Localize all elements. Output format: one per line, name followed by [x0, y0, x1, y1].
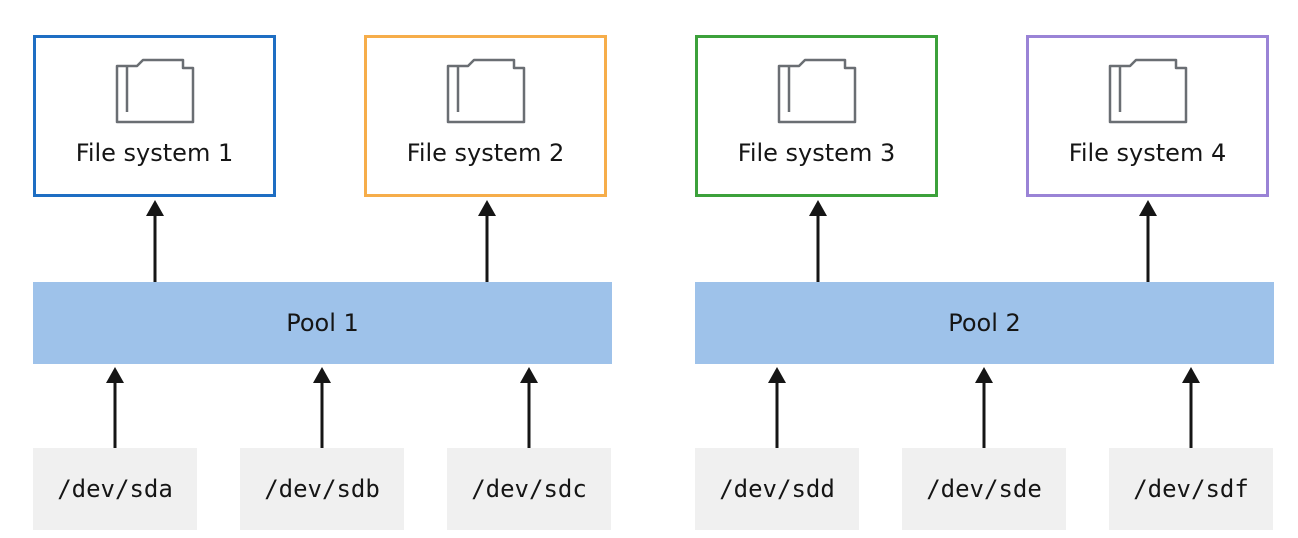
disk-sda: /dev/sda — [33, 448, 197, 530]
arrow-pool2-to-fs4 — [1139, 200, 1157, 282]
file-system-label: File system 1 — [75, 139, 234, 167]
file-system-box-4: File system 4 — [1026, 35, 1269, 197]
file-system-label: File system 4 — [1068, 139, 1227, 167]
disk-label: /dev/sda — [57, 475, 173, 503]
file-system-label: File system 3 — [737, 139, 896, 167]
pool-1: Pool 1 — [33, 282, 612, 364]
pool-2: Pool 2 — [695, 282, 1274, 364]
disk-label: /dev/sdb — [264, 475, 380, 503]
arrow-sdc-to-pool1 — [520, 367, 538, 448]
disk-sde: /dev/sde — [902, 448, 1066, 530]
disk-sdc: /dev/sdc — [447, 448, 611, 530]
arrow-pool1-to-fs1 — [146, 200, 164, 282]
disk-sdb: /dev/sdb — [240, 448, 404, 530]
pool-label: Pool 2 — [948, 309, 1021, 337]
file-system-box-2: File system 2 — [364, 35, 607, 197]
arrow-sdd-to-pool2 — [768, 367, 786, 448]
folder-icon — [777, 58, 856, 124]
pool-label: Pool 1 — [286, 309, 359, 337]
arrow-sda-to-pool1 — [106, 367, 124, 448]
folder-icon — [446, 58, 525, 124]
arrow-pool2-to-fs3 — [809, 200, 827, 282]
file-system-box-1: File system 1 — [33, 35, 276, 197]
folder-icon — [1108, 58, 1187, 124]
file-system-label: File system 2 — [406, 139, 565, 167]
disk-label: /dev/sdc — [471, 475, 587, 503]
disk-sdf: /dev/sdf — [1109, 448, 1273, 530]
arrow-sde-to-pool2 — [975, 367, 993, 448]
arrow-sdf-to-pool2 — [1182, 367, 1200, 448]
disk-label: /dev/sdd — [719, 475, 835, 503]
arrow-sdb-to-pool1 — [313, 367, 331, 448]
disk-label: /dev/sdf — [1133, 475, 1249, 503]
disk-sdd: /dev/sdd — [695, 448, 859, 530]
disk-label: /dev/sde — [926, 475, 1042, 503]
arrow-pool1-to-fs2 — [478, 200, 496, 282]
file-system-box-3: File system 3 — [695, 35, 938, 197]
folder-icon — [115, 58, 194, 124]
